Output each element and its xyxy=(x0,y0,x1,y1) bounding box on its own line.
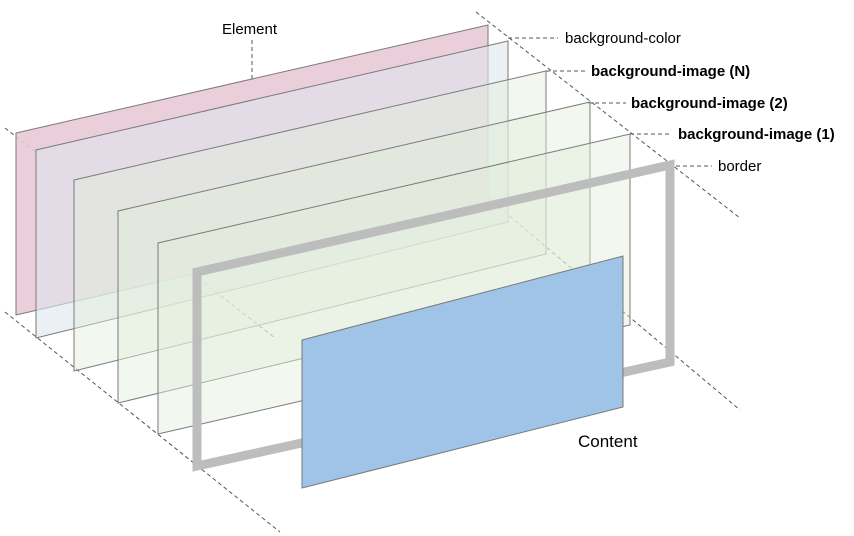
background-image-n-layer xyxy=(73,70,547,372)
label-element: Element xyxy=(222,21,278,38)
label-background-image-1: background-image (1) xyxy=(678,126,835,143)
guide-line-left-bottom xyxy=(4,311,281,533)
background-color-layer xyxy=(35,40,509,339)
content-box xyxy=(301,255,624,489)
label-background-image-n: background-image (N) xyxy=(591,63,750,80)
label-background-image-2: background-image (2) xyxy=(631,95,788,112)
label-border: border xyxy=(718,158,761,175)
background-image-1-layer xyxy=(157,133,631,435)
border-frame xyxy=(192,159,675,472)
label-content: Content xyxy=(578,432,638,451)
label-background-color: background-color xyxy=(565,30,681,47)
